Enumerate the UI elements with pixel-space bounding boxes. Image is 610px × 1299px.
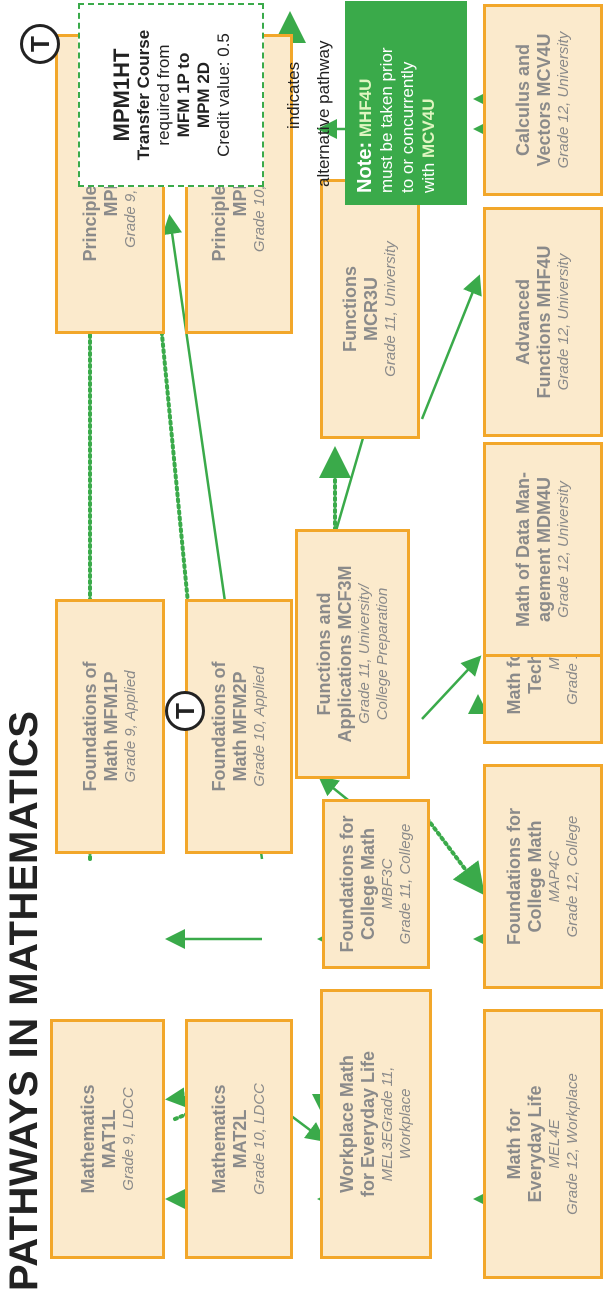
course-mcr3u: Functions MCR3U Grade 11, University — [320, 179, 420, 439]
course-name: Foundations of — [209, 661, 229, 792]
course-mdm4u-box: Math of Data Man- agement MDM4U Grade 12… — [483, 442, 603, 657]
course-name: Foundations for — [337, 815, 357, 953]
course-code: Math MFM1P — [101, 671, 121, 782]
course-grade: Grade 12, University — [555, 31, 572, 169]
course-mel4e: Math for Everyday Life MEL4E Grade 12, W… — [483, 1009, 603, 1279]
legend-text-2: alternative pathway — [314, 40, 333, 187]
course-grade: Grade 9, LDCC — [119, 1087, 137, 1191]
course-code-grade: MEL3EGrade 11, — [379, 1066, 396, 1182]
course-grade: Grade 12, University — [555, 481, 572, 618]
course-grade: Grade 11, College — [397, 823, 414, 945]
course-grade: Grade 10, LDCC — [251, 1083, 268, 1195]
course-mel3e: Workplace Math for Everyday Life MEL3EGr… — [320, 989, 432, 1259]
course-code: agement MDM4U — [534, 476, 554, 623]
transfer-line1: required from — [153, 44, 173, 146]
transfer-line4: Credit value: 0.5 — [213, 33, 233, 157]
note-code-2: MCV4U — [419, 98, 438, 159]
course-grade: Grade 9, Applied — [122, 670, 139, 783]
course-name: Workplace Math — [337, 1055, 357, 1193]
course-code: MCR3U — [361, 277, 381, 342]
course-code: MAT2L — [230, 1109, 250, 1169]
course-name: Functions — [340, 266, 360, 352]
course-name: Functions and — [313, 592, 334, 716]
course-name: Mathematics — [77, 1084, 98, 1194]
course-mbf3c: Foundations for College Math MBF3C Grade… — [322, 799, 430, 969]
course-type: College Preparation — [373, 587, 391, 721]
course-name-2: College Math — [525, 820, 545, 933]
course-name: Foundations for — [504, 808, 524, 945]
course-grade: Grade 11, University — [382, 241, 399, 377]
course-code: MBF3C — [379, 858, 396, 910]
transfer-course-box: MPM1HT Transfer Course required from MFM… — [78, 3, 264, 187]
note-text-2: to or concurrently — [398, 61, 417, 193]
course-grade: Grade 12, Workplace — [564, 1073, 581, 1215]
course-name-2: Everyday Life — [525, 1085, 545, 1203]
note-box: Note: MHF4U must be taken prior to or co… — [345, 1, 467, 205]
course-code: Math MFM2P — [230, 671, 250, 782]
transfer-t-icon-legend: T — [20, 24, 60, 64]
transfer-code: MPM1HT — [108, 48, 134, 142]
dotted-mcf3m-map4c — [418, 807, 485, 896]
course-name: Foundations of — [80, 661, 100, 792]
course-name: Mathematics — [209, 1084, 229, 1194]
transfer-label: Transfer Course — [133, 29, 153, 161]
course-code: MEL4E — [546, 1119, 563, 1169]
course-mfm1p: Foundations of Math MFM1P Grade 9, Appli… — [55, 599, 165, 854]
course-name: Advanced — [513, 278, 533, 366]
arrow-mcf3m-mdm4u — [421, 655, 482, 720]
legend-text-1: indicates — [284, 61, 303, 129]
course-name: Math for — [504, 1108, 524, 1180]
transfer-t-icon: T — [165, 691, 205, 731]
course-grade: Grade 12, University — [555, 253, 572, 391]
course-map4c: Foundations for College Math MAP4C Grade… — [483, 764, 603, 989]
course-code: MAP4C — [546, 850, 563, 903]
transfer-line3: MPM 2D — [193, 61, 213, 129]
course-code: Functions MHF4U — [534, 245, 554, 399]
course-code: Applications MCF3M — [334, 565, 355, 743]
course-name-2: for Everyday Life — [358, 1050, 378, 1198]
course-name-2: College Math — [358, 828, 378, 941]
note-label: Note: — [354, 141, 376, 193]
course-code: Vectors MCV4U — [534, 33, 554, 167]
transfer-line2: MFM 1P to — [173, 52, 193, 138]
course-mat2l: Mathematics MAT2L Grade 10, LDCC — [185, 1019, 293, 1259]
course-mcv4u: Calculus and Vectors MCV4U Grade 12, Uni… — [483, 4, 603, 196]
course-grade: Grade 12, College — [564, 815, 581, 938]
course-mfm2p: Foundations of Math MFM2P Grade 10, Appl… — [185, 599, 293, 854]
note-code-1: MHF4U — [356, 78, 375, 138]
note-text-3: with — [419, 162, 438, 193]
course-grade: Grade 11, University/ — [355, 584, 373, 724]
course-code: MAT1L — [98, 1109, 119, 1169]
course-name: Calculus and — [513, 43, 533, 157]
arrow-mcr3u-mdm4u — [420, 274, 482, 420]
course-mat1l: Mathematics MAT1L Grade 9, LDCC — [50, 1019, 165, 1259]
note-text-1: must be taken prior — [377, 47, 396, 193]
course-grade: Grade 10, Applied — [251, 666, 268, 787]
alternative-pathway-legend: indicates alternative pathway — [280, 1, 340, 191]
course-mcf3m: Functions and Applications MCF3M Grade 1… — [295, 529, 410, 779]
course-type: Workplace — [397, 1088, 414, 1160]
course-name: Math of Data Man- — [513, 472, 533, 627]
course-mhf4u: Advanced Functions MHF4U Grade 12, Unive… — [483, 207, 603, 437]
